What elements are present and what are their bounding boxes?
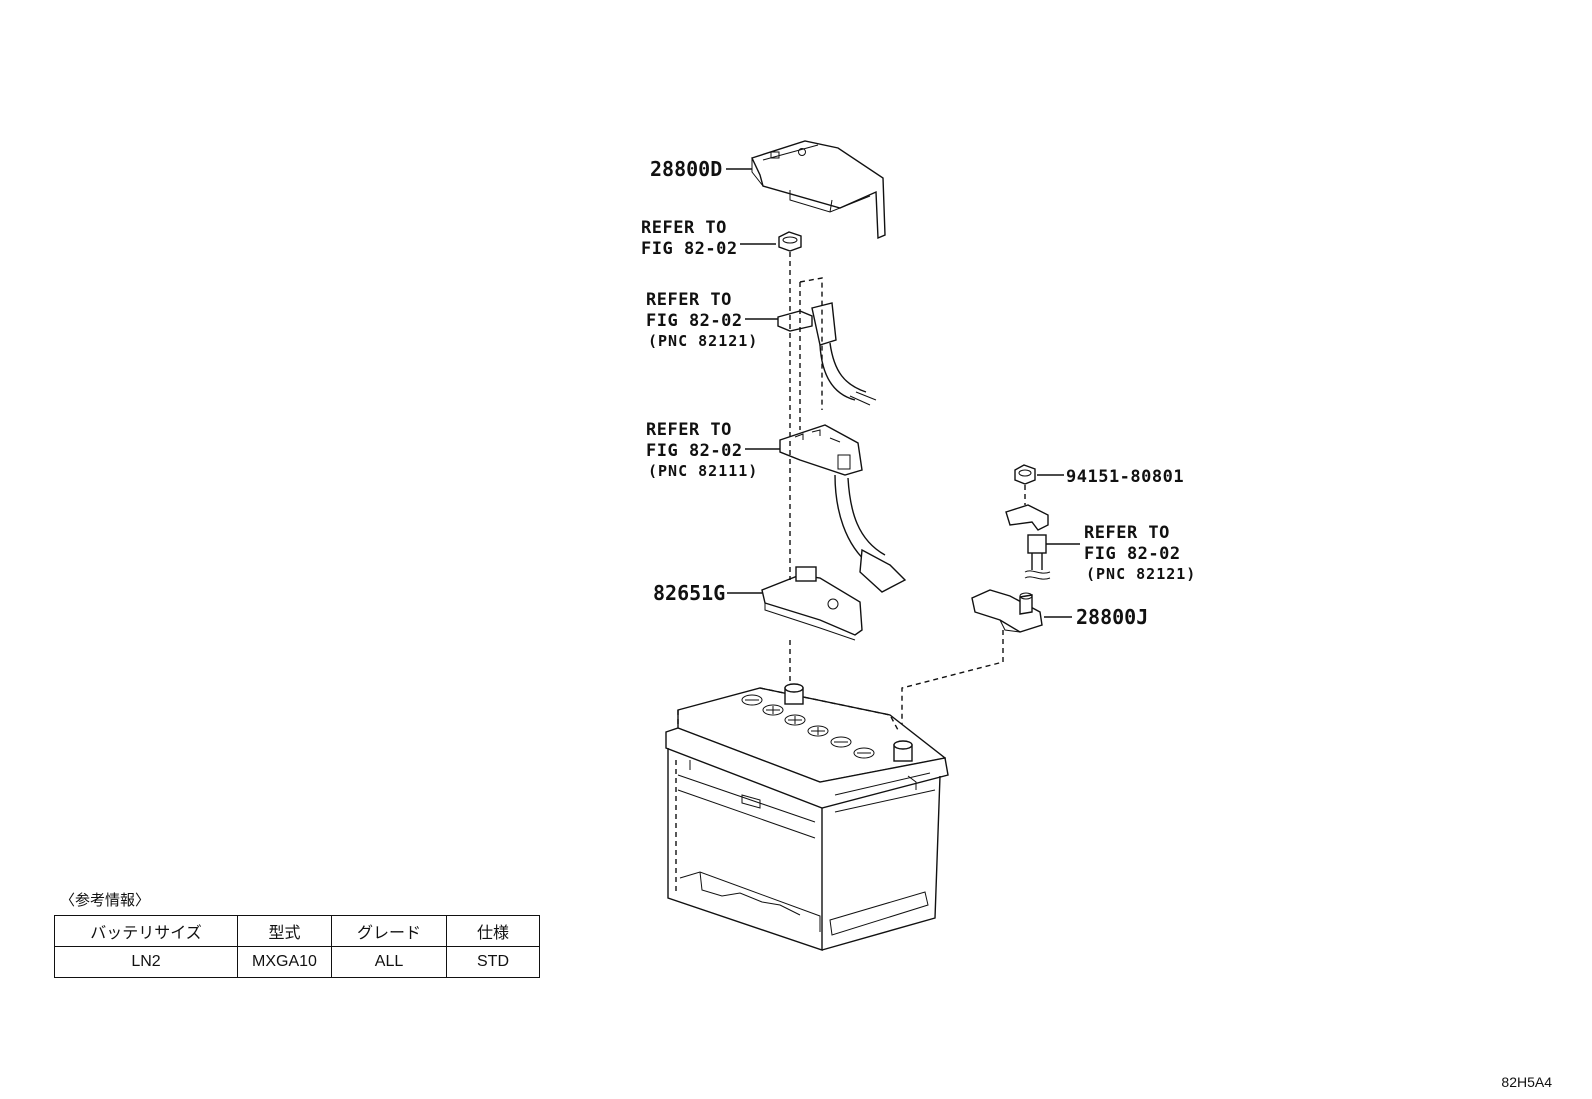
assembly-line [799, 277, 823, 410]
illustration-code: 82H5A4 [1501, 1074, 1552, 1090]
battery-illustration [665, 683, 949, 951]
flange-nut-lower [1014, 464, 1036, 485]
header-model: 型式 [237, 915, 332, 947]
cell-model: MXGA10 [237, 946, 332, 978]
battery-cover-part [751, 140, 886, 240]
reference-info-table: バッテリサイズ 型式 グレード 仕様 LN2 MXGA10 ALL STD [54, 915, 540, 978]
header-grade: グレード [331, 915, 447, 947]
callout-neg-terminal-ref: REFER TO FIG 82-02 (PNC 82121) [1084, 523, 1196, 583]
battery-clamp-part [761, 566, 863, 641]
callout-28800d: 28800D [650, 157, 722, 181]
table-header-row: バッテリサイズ 型式 グレード 仕様 [54, 915, 540, 947]
callout-fuse-ref: REFER TO FIG 82-02 (PNC 82111) [646, 420, 758, 480]
cell-grade: ALL [331, 946, 447, 978]
negative-cable-part [1005, 504, 1051, 580]
callout-94151-80801: 94151-80801 [1066, 467, 1184, 487]
callout-82651g: 82651G [653, 581, 725, 605]
assembly-line [901, 630, 1004, 730]
cell-spec: STD [446, 946, 540, 978]
reference-info-title: 〈参考情報〉 [60, 891, 151, 909]
cell-battery-size: LN2 [54, 946, 238, 978]
callout-28800j: 28800J [1076, 605, 1148, 629]
table-row: LN2 MXGA10 ALL STD [54, 946, 540, 978]
flange-nut-upper [778, 231, 802, 252]
negative-terminal-part [971, 589, 1043, 633]
header-battery-size: バッテリサイズ [54, 915, 238, 947]
callout-terminal-ref: REFER TO FIG 82-02 (PNC 82121) [646, 290, 758, 350]
callout-nut-ref: REFER TO FIG 82-02 [641, 218, 738, 259]
positive-terminal-part [777, 302, 877, 406]
fuse-block-part [779, 424, 907, 593]
header-spec: 仕様 [446, 915, 540, 947]
